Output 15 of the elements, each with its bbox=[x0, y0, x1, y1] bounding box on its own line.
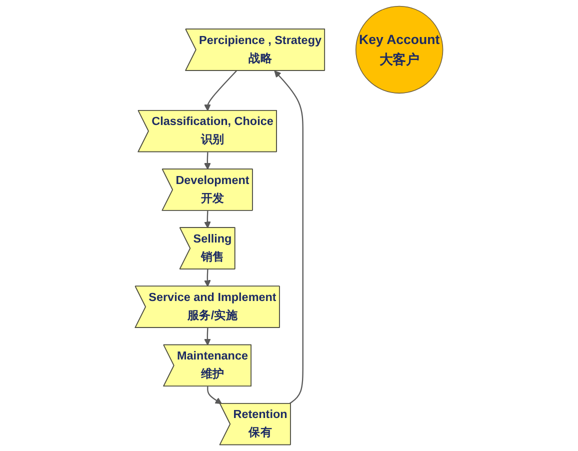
arrow bbox=[204, 269, 211, 287]
arrow bbox=[204, 328, 211, 346]
stage-arrow-shape: Development 开发 bbox=[162, 168, 253, 211]
stage-arrow-shape: Classification, Choice 识别 bbox=[138, 110, 277, 152]
hub-circle: Key Account 大客户 bbox=[356, 6, 444, 94]
arrow bbox=[207, 386, 222, 404]
stage-arrow-shape: Retention 保有 bbox=[219, 402, 291, 446]
stage-arrow-shape: Selling 销售 bbox=[179, 227, 236, 270]
arrow bbox=[204, 70, 237, 112]
arrow bbox=[274, 70, 304, 404]
arrow bbox=[204, 152, 211, 170]
stage-arrow-shape: Maintenance 维护 bbox=[163, 344, 252, 387]
stage-arrow-shape: Percipience , Strategy 战略 bbox=[185, 28, 326, 71]
arrow bbox=[204, 210, 211, 228]
stage-arrow-shape: Service and Implement 服务/实施 bbox=[134, 286, 280, 328]
